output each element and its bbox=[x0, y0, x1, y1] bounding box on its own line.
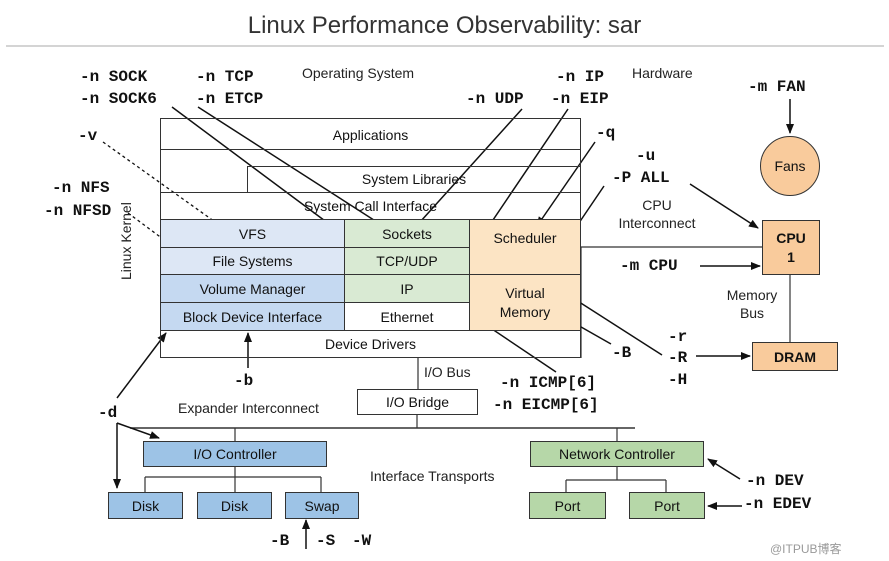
opt-n-nfs: -n NFS bbox=[52, 179, 110, 197]
ip-box: IP bbox=[344, 274, 470, 303]
network-controller-box: Network Controller bbox=[530, 441, 704, 467]
opt-m-cpu: -m CPU bbox=[620, 257, 678, 275]
expander-interconnect-label: Expander Interconnect bbox=[178, 400, 319, 416]
scheduler-box: Scheduler bbox=[469, 219, 581, 275]
volume-manager-box: Volume Manager bbox=[160, 274, 345, 303]
cpu-box: CPU 1 bbox=[762, 220, 820, 275]
linux-kernel-label: Linux Kernel bbox=[118, 202, 134, 280]
opt-n-tcp: -n TCP bbox=[196, 68, 254, 86]
io-controller-box: I/O Controller bbox=[143, 441, 327, 467]
opt-n-eicmp: -n EICMP[6] bbox=[493, 396, 599, 414]
disk-box-1: Disk bbox=[108, 492, 183, 519]
opt-n-ip: -n IP bbox=[556, 68, 605, 86]
block-device-interface-box: Block Device Interface bbox=[160, 302, 345, 331]
opt-d: -d bbox=[98, 404, 118, 422]
opt-n-edev: -n EDEV bbox=[744, 495, 812, 513]
opt-swap-w: -W bbox=[352, 532, 372, 550]
opt-n-icmp: -n ICMP[6] bbox=[500, 374, 597, 392]
io-bus-label: I/O Bus bbox=[424, 364, 471, 380]
virtual-memory-box: Virtual Memory bbox=[469, 274, 581, 331]
opt-swap-b: -B bbox=[270, 532, 290, 550]
diagram-title: Linux Performance Observability: sar bbox=[247, 12, 642, 39]
opt-H: -H bbox=[668, 371, 688, 389]
io-bridge-box: I/O Bridge bbox=[357, 389, 478, 415]
fans-circle: Fans bbox=[760, 136, 820, 196]
disk-box-2: Disk bbox=[197, 492, 272, 519]
hardware-label: Hardware bbox=[632, 65, 693, 81]
ethernet-box: Ethernet bbox=[344, 302, 470, 331]
system-libraries-layer: System Libraries bbox=[361, 171, 467, 187]
opt-n-eip: -n EIP bbox=[551, 90, 609, 108]
opt-b-upper: -B bbox=[612, 344, 632, 362]
swap-box: Swap bbox=[285, 492, 359, 519]
opt-n-sock6: -n SOCK6 bbox=[80, 90, 157, 108]
applications-layer: Applications bbox=[332, 127, 409, 143]
opt-m-fan: -m FAN bbox=[748, 78, 806, 96]
opt-q: -q bbox=[596, 124, 616, 142]
tcp-udp-box: TCP/UDP bbox=[344, 247, 470, 275]
opt-r: -r bbox=[668, 328, 688, 346]
opt-u: -u bbox=[636, 147, 656, 165]
interface-transports-label: Interface Transports bbox=[370, 468, 495, 484]
vfs-box: VFS bbox=[160, 219, 345, 248]
device-drivers-box: Device Drivers bbox=[160, 330, 581, 358]
port-box-2: Port bbox=[629, 492, 705, 519]
opt-n-udp: -n UDP bbox=[466, 90, 524, 108]
opt-b-lower: -b bbox=[234, 372, 254, 390]
opt-R: -R bbox=[668, 349, 688, 367]
dram-box: DRAM bbox=[752, 342, 838, 371]
sockets-box: Sockets bbox=[344, 219, 470, 248]
opt-p-all: -P ALL bbox=[612, 169, 670, 187]
opt-n-sock: -n SOCK bbox=[80, 68, 148, 86]
cpu-interconnect-label: CPU Interconnect bbox=[618, 197, 696, 231]
opt-swap-s: -S bbox=[316, 532, 336, 550]
file-systems-box: File Systems bbox=[160, 247, 345, 275]
operating-system-label: Operating System bbox=[302, 65, 415, 81]
opt-n-dev: -n DEV bbox=[746, 472, 804, 490]
system-call-interface-layer: System Call Interface bbox=[303, 198, 438, 214]
watermark: @ITPUB博客 bbox=[770, 542, 842, 556]
memory-bus-label: Memory Bus bbox=[726, 287, 778, 321]
opt-v: -v bbox=[78, 127, 98, 145]
opt-n-etcp: -n ETCP bbox=[196, 90, 264, 108]
port-box-1: Port bbox=[529, 492, 606, 519]
opt-n-nfsd: -n NFSD bbox=[44, 202, 112, 220]
